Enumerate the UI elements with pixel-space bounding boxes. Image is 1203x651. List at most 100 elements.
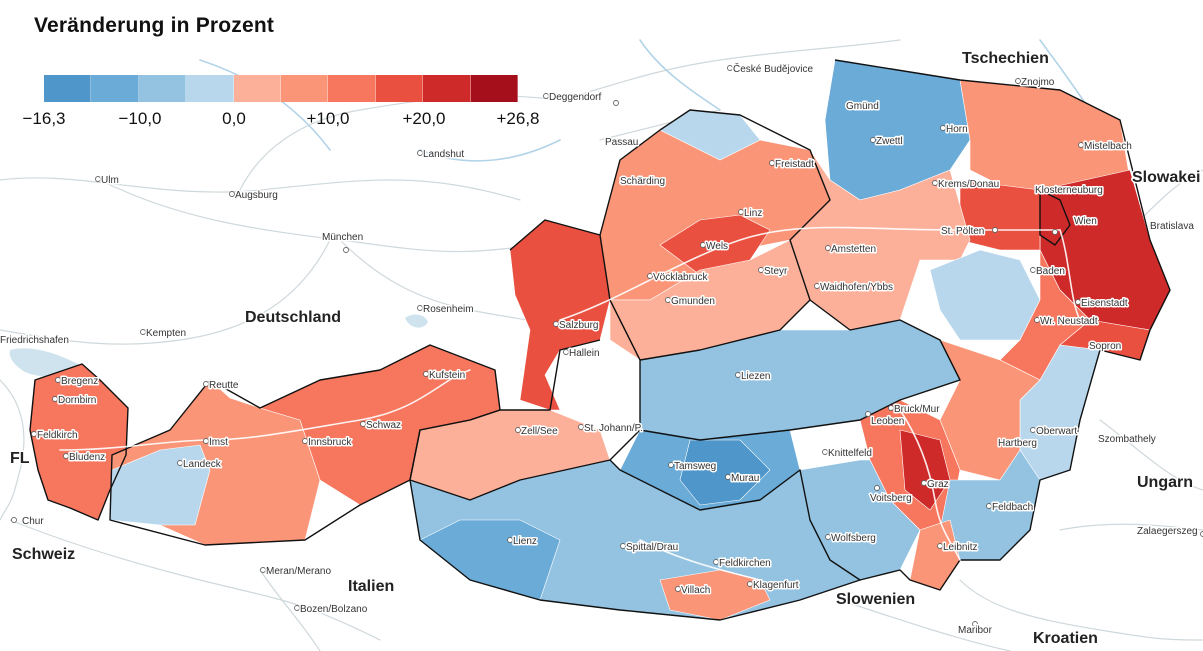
- label-oberwart: Oberwart: [1036, 426, 1077, 437]
- label-krems: Krems/Donau: [938, 179, 999, 190]
- legend-swatch: [470, 75, 518, 102]
- label-salzburg: Salzburg: [559, 320, 598, 331]
- label-fl: FL: [10, 450, 30, 467]
- label-kroatien: Kroatien: [1033, 630, 1098, 647]
- legend-tick: 0,0: [222, 109, 246, 128]
- legend-swatch: [423, 75, 471, 102]
- legend-swatch: [44, 75, 92, 102]
- label-chur: Chur: [22, 516, 44, 527]
- label-leoben: Leoben: [871, 416, 904, 427]
- label-wr-neustadt: Wr. Neustadt: [1040, 316, 1098, 327]
- state-borders: [29, 59, 1171, 621]
- label-bratislava: Bratislava: [1150, 221, 1194, 232]
- label-schwaz: Schwaz: [366, 420, 401, 431]
- label-waidhofen: Waidhofen/Ybbs: [820, 282, 893, 293]
- lake-constance: [9, 348, 80, 377]
- region-ybbs-light: [929, 249, 1041, 341]
- legend-swatch: [233, 75, 281, 102]
- label-deutschland: Deutschland: [245, 309, 341, 326]
- label-klosterneuburg: Klosterneuburg: [1035, 185, 1103, 196]
- label-schweiz: Schweiz: [12, 546, 75, 563]
- label-bozen: Bozen/Bolzano: [300, 604, 368, 615]
- label-linz: Linz: [744, 208, 762, 219]
- page-title: Veränderung in Prozent: [34, 14, 275, 37]
- label-sopron: Sopron: [1089, 341, 1121, 352]
- label-augsburg: Augsburg: [235, 190, 278, 201]
- region-tulln: [959, 179, 1041, 251]
- city-markers: [11, 65, 1203, 627]
- legend-color-bar: [44, 75, 518, 102]
- label-zwettl: Zwettl: [876, 136, 903, 147]
- highways: [59, 226, 1081, 581]
- region-murau-core: [679, 439, 771, 506]
- label-slowenien: Slowenien: [836, 591, 915, 608]
- label-klagenfurt: Klagenfurt: [753, 580, 799, 591]
- label-muenchen: München: [322, 232, 363, 243]
- label-voecklabruck: Vöcklabruck: [653, 272, 708, 283]
- label-hartberg: Hartberg: [998, 438, 1037, 449]
- label-wels: Wels: [706, 241, 728, 252]
- legend-swatch: [328, 75, 376, 102]
- country-labels: Tschechien Slowakei Deutschland FL Schwe…: [9, 49, 1202, 649]
- label-maribor: Maribor: [958, 625, 993, 636]
- label-feldkirchen: Feldkirchen: [719, 558, 771, 569]
- label-liezen: Liezen: [741, 371, 770, 382]
- label-passau: Passau: [605, 137, 638, 148]
- label-innsbruck: Innsbruck: [308, 437, 352, 448]
- label-gmunden: Gmunden: [671, 296, 715, 307]
- region-landeck: [109, 444, 211, 526]
- austria-regions: [29, 59, 1171, 621]
- label-feldbach: Feldbach: [992, 502, 1033, 513]
- legend-swatch: [375, 75, 424, 102]
- region-salzburg-north: [509, 219, 611, 411]
- legend-ticks: −16,3 −10,0 0,0 +10,0 +20,0 +26,8: [22, 102, 539, 132]
- label-eisenstadt: Eisenstadt: [1081, 298, 1128, 309]
- basemap-lines: [0, 39, 1203, 651]
- label-villach: Villach: [681, 585, 710, 596]
- label-bruck: Bruck/Mur: [894, 404, 940, 415]
- label-landeck: Landeck: [183, 459, 222, 470]
- label-rosenheim: Rosenheim: [423, 304, 474, 315]
- label-st-poelten: St. Pölten: [941, 226, 984, 237]
- region-carinthia-west: [419, 519, 561, 601]
- label-friedrichshafen: Friedrichshafen: [0, 335, 69, 346]
- label-lienz: Lienz: [513, 536, 537, 547]
- label-spittal: Spittal/Drau: [626, 542, 678, 553]
- label-tschechien: Tschechien: [962, 50, 1049, 67]
- label-ceske-budejovice: České Budějovice: [733, 62, 813, 75]
- region-graz-core: [899, 429, 951, 511]
- label-zalaegerszeg: Zalaegerszeg: [1137, 526, 1198, 537]
- label-wien: Wien: [1074, 216, 1097, 227]
- legend-tick: +20,0: [402, 109, 446, 128]
- label-znojmo: Znojmo: [1021, 77, 1055, 88]
- label-gmuend: Gmünd: [846, 101, 879, 112]
- legend-swatch: [186, 75, 234, 102]
- label-st-johann: St. Johann/P.: [584, 423, 643, 434]
- color-legend: −16,3 −10,0 0,0 +10,0 +20,0 +26,8: [22, 75, 540, 132]
- label-slowakei: Slowakei: [1132, 169, 1200, 186]
- legend-tick: +10,0: [306, 109, 350, 128]
- legend-tick-min: −16,3: [22, 109, 66, 128]
- label-graz: Graz: [927, 479, 949, 490]
- legend-swatch: [138, 75, 187, 102]
- label-kufstein: Kufstein: [429, 370, 465, 381]
- legend-tick: −10,0: [118, 109, 162, 128]
- label-tamsweg: Tamsweg: [674, 461, 716, 472]
- label-knittelfeld: Knittelfeld: [828, 448, 872, 459]
- label-reutte: Reutte: [209, 380, 239, 391]
- label-dornbirn: Dornbirn: [58, 395, 96, 406]
- legend-tick-max: +26,8: [496, 109, 540, 128]
- label-amstetten: Amstetten: [831, 244, 876, 255]
- label-imst: Imst: [209, 437, 228, 448]
- label-wolfsberg: Wolfsberg: [831, 533, 876, 544]
- label-landshut: Landshut: [423, 149, 464, 160]
- label-murau: Murau: [731, 473, 759, 484]
- label-deggendorf: Deggendorf: [549, 92, 601, 103]
- label-zell-see: Zell/See: [521, 426, 558, 437]
- label-hallein: Hallein: [569, 348, 600, 359]
- region-weinviertel: [959, 79, 1131, 191]
- label-freistadt: Freistadt: [775, 159, 814, 170]
- legend-swatch: [280, 75, 329, 102]
- place-labels: České Budějovice Znojmo Deggendorf Passa…: [0, 61, 1199, 638]
